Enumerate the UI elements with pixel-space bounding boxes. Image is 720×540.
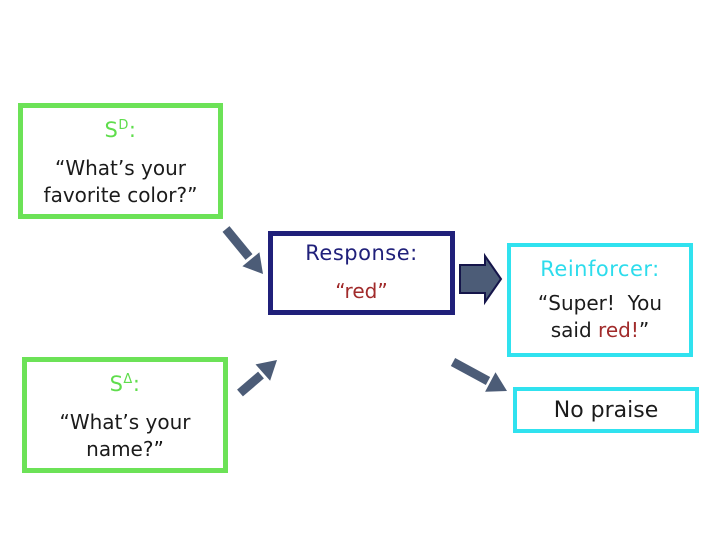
sd-label-base: S — [104, 118, 119, 142]
block-arrow-right-icon — [459, 252, 503, 306]
reinforcer-line2: said red!” — [538, 317, 662, 344]
sdelta-question-line2: name?” — [86, 437, 164, 461]
response-value: “red” — [335, 279, 388, 303]
arrow-down-right-icon — [450, 358, 507, 392]
sd-stimulus-box: SD: “What’s your favorite color?” — [18, 103, 223, 219]
sdelta-label: SΔ: — [110, 372, 141, 396]
reinforcer-line2-red: red! — [598, 318, 639, 342]
reinforcer-text: “Super! You said red!” — [538, 290, 662, 344]
arrow-up-right-icon — [237, 360, 277, 397]
sd-label: SD: — [105, 118, 137, 142]
response-title: Response: — [305, 241, 418, 265]
reinforcer-line1: “Super! You — [537, 291, 663, 315]
no-praise-box: No praise — [513, 387, 699, 433]
sdelta-label-superscript: Δ — [123, 372, 133, 387]
sdelta-label-base: S — [109, 372, 124, 396]
reinforcer-line2-close: ” — [638, 318, 650, 342]
sd-question-text: “What’s your favorite color?” — [44, 155, 198, 209]
sd-label-superscript: D — [118, 118, 129, 133]
sdelta-question-text: “What’s your name?” — [59, 409, 190, 463]
sdelta-label-colon: : — [132, 372, 141, 396]
sdelta-stimulus-box: SΔ: “What’s your name?” — [22, 357, 228, 473]
reinforcer-title: Reinforcer: — [540, 257, 660, 281]
reinforcer-line2-pre: said — [550, 318, 599, 342]
response-box: Response: “red” — [268, 231, 455, 315]
arrow-down-right-icon — [222, 226, 263, 274]
sd-label-colon: : — [128, 118, 137, 142]
sd-question-line2: favorite color?” — [43, 183, 198, 207]
reinforcer-box: Reinforcer: “Super! You said red!” — [507, 243, 693, 357]
sd-question-line1: “What’s your — [54, 156, 186, 180]
no-praise-text: No praise — [553, 397, 659, 423]
sdelta-question-line1: “What’s your — [59, 410, 191, 434]
